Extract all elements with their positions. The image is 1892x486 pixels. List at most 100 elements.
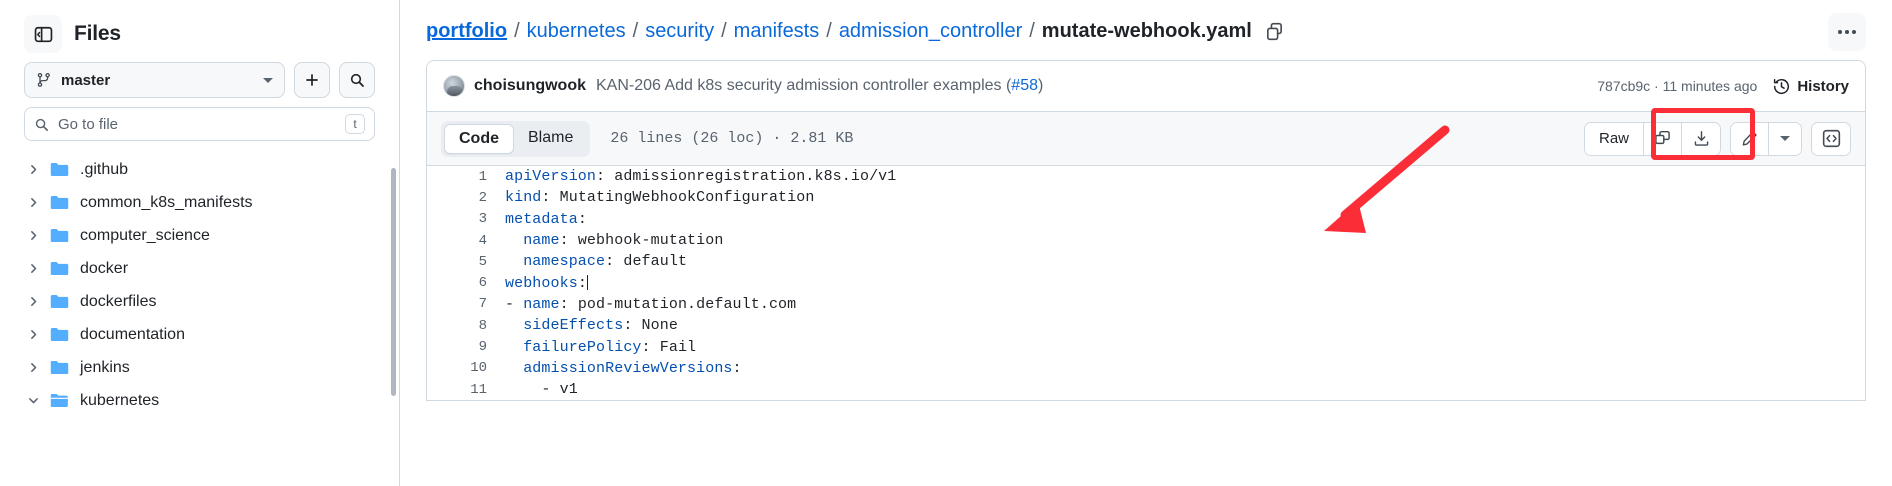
breadcrumb-current-file: mutate-webhook.yaml (1041, 19, 1252, 42)
chevron-right-icon[interactable] (26, 295, 40, 309)
latest-commit-bar: choisungwook KAN-206 Add k8s security ad… (426, 60, 1866, 112)
line-content[interactable]: - v1 (505, 381, 578, 399)
file-tree: .github common_k8s_manifests computer_scie… (24, 153, 375, 417)
folder-open-icon (50, 392, 70, 409)
raw-copy-download-group: Raw (1583, 121, 1721, 156)
sha-separator: · (1654, 78, 1659, 94)
code-symbols-group (1811, 121, 1851, 156)
go-to-file-shortcut: t (345, 114, 365, 134)
pull-request-link[interactable]: #58 (1011, 77, 1038, 94)
branch-icon (37, 72, 50, 87)
folder-icon (50, 260, 70, 277)
line-content[interactable]: admissionReviewVersions: (523, 359, 742, 377)
line-content[interactable]: sideEffects: None (523, 317, 678, 335)
breadcrumb-link-kubernetes[interactable]: kubernetes (526, 19, 626, 42)
breadcrumb-separator: / (721, 19, 727, 42)
line-number[interactable]: 3 (478, 211, 487, 228)
file-main-panel: portfolio/kubernetes/security/manifests/… (400, 0, 1892, 486)
commit-message-tail: ) (1038, 77, 1044, 94)
breadcrumb-link-security[interactable]: security (645, 19, 715, 42)
folder-icon (50, 161, 70, 178)
file-meta: 26 lines (26 loc) · 2.81 KB (610, 130, 854, 147)
line-number[interactable]: 9 (478, 339, 487, 356)
line-content[interactable]: kind: MutatingWebhookConfiguration (505, 189, 815, 207)
tree-item-github[interactable]: .github (24, 153, 375, 186)
commit-sha-and-time: 787cb9c · 11 minutes ago (1597, 78, 1757, 94)
kebab-menu-icon[interactable] (1828, 13, 1866, 51)
code-toolbar: Code Blame 26 lines (26 loc) · 2.81 KB Ra… (427, 108, 1865, 166)
line-content[interactable]: failurePolicy: Fail (523, 338, 697, 356)
line-number[interactable]: 1 (478, 168, 487, 185)
chevron-right-icon[interactable] (26, 229, 40, 243)
line-number[interactable]: 5 (478, 253, 487, 270)
go-to-file-input[interactable]: Go to file t (24, 107, 375, 141)
code-line: 9 failurePolicy: Fail (427, 336, 1865, 357)
code-line: 8 sideEffects: None (427, 315, 1865, 336)
chevron-right-icon[interactable] (26, 262, 40, 276)
line-content[interactable]: webhooks: (505, 274, 589, 292)
line-content[interactable]: namespace: default (523, 253, 688, 271)
chevron-right-icon[interactable] (26, 328, 40, 342)
branch-selector[interactable]: master (24, 62, 285, 98)
add-file-button[interactable] (294, 62, 330, 98)
tree-item-label: .github (80, 160, 129, 178)
folder-icon (50, 359, 70, 376)
commit-meta: 787cb9c · 11 minutes ago History (1597, 78, 1849, 95)
line-content[interactable]: - name: pod-mutation.default.com (505, 295, 797, 313)
line-number[interactable]: 8 (478, 317, 487, 334)
tree-item-docker[interactable]: docker (24, 252, 375, 285)
chevron-right-icon[interactable] (26, 163, 40, 177)
tree-item-common-k8s-manifests[interactable]: common_k8s_manifests (24, 186, 375, 219)
line-content[interactable]: apiVersion: admissionregistration.k8s.io… (505, 168, 897, 186)
download-icon[interactable] (1682, 122, 1720, 155)
chevron-right-icon[interactable] (26, 361, 40, 375)
sidebar-collapse-icon[interactable] (24, 15, 62, 53)
tree-item-jenkins[interactable]: jenkins (24, 351, 375, 384)
breadcrumb-link-manifests[interactable]: manifests (733, 19, 820, 42)
chevron-right-icon[interactable] (26, 196, 40, 210)
copy-raw-contents-icon[interactable] (1644, 122, 1682, 155)
line-number[interactable]: 2 (478, 189, 487, 206)
history-label: History (1797, 77, 1849, 95)
code-line: 2 kind: MutatingWebhookConfiguration (427, 187, 1865, 208)
chevron-down-icon[interactable] (26, 394, 40, 408)
code-symbols-icon[interactable] (1812, 122, 1850, 155)
line-number[interactable]: 4 (478, 232, 487, 249)
tree-item-dockerfiles[interactable]: dockerfiles (24, 285, 375, 318)
line-number[interactable]: 7 (478, 296, 487, 313)
tree-item-kubernetes[interactable]: kubernetes (24, 384, 375, 417)
pencil-edit-icon[interactable] (1731, 122, 1769, 155)
tree-item-label: common_k8s_manifests (80, 193, 253, 211)
breadcrumb-row: portfolio/kubernetes/security/manifests/… (426, 0, 1866, 56)
line-number[interactable]: 6 (478, 275, 487, 292)
sidebar-scrollbar[interactable] (391, 168, 396, 396)
code-viewer: Code Blame 26 lines (26 loc) · 2.81 KB Ra… (426, 108, 1866, 402)
tree-item-documentation[interactable]: documentation (24, 318, 375, 351)
line-number[interactable]: 11 (470, 381, 487, 398)
breadcrumb-link-portfolio[interactable]: portfolio (426, 19, 508, 42)
tab-code[interactable]: Code (444, 123, 514, 154)
commit-sha[interactable]: 787cb9c (1597, 78, 1651, 94)
line-content[interactable]: name: webhook-mutation (523, 232, 724, 250)
avatar (443, 75, 465, 97)
line-number[interactable]: 10 (470, 360, 487, 377)
history-button[interactable]: History (1773, 78, 1849, 95)
go-to-file-placeholder: Go to file (58, 115, 119, 133)
raw-button[interactable]: Raw (1584, 122, 1644, 155)
branch-name-label: master (61, 71, 111, 89)
search-icon (350, 73, 364, 87)
code-line: 11 - v1 (427, 379, 1865, 400)
folder-icon (50, 227, 70, 244)
copy-path-icon[interactable] (1265, 22, 1284, 41)
tree-item-label: jenkins (80, 358, 130, 376)
breadcrumb-separator: / (1029, 19, 1035, 42)
commit-author[interactable]: choisungwook (474, 77, 586, 94)
tree-item-computer-science[interactable]: computer_science (24, 219, 375, 252)
line-content[interactable]: metadata: (505, 210, 587, 228)
tab-blame[interactable]: Blame (528, 128, 574, 146)
search-files-button[interactable] (339, 62, 375, 98)
edit-dropdown-chevron-down-icon[interactable] (1769, 122, 1801, 155)
breadcrumb-link-admission_controller[interactable]: admission_controller (838, 19, 1023, 42)
code-content: 1 apiVersion: admissionregistration.k8s.i… (427, 166, 1865, 400)
